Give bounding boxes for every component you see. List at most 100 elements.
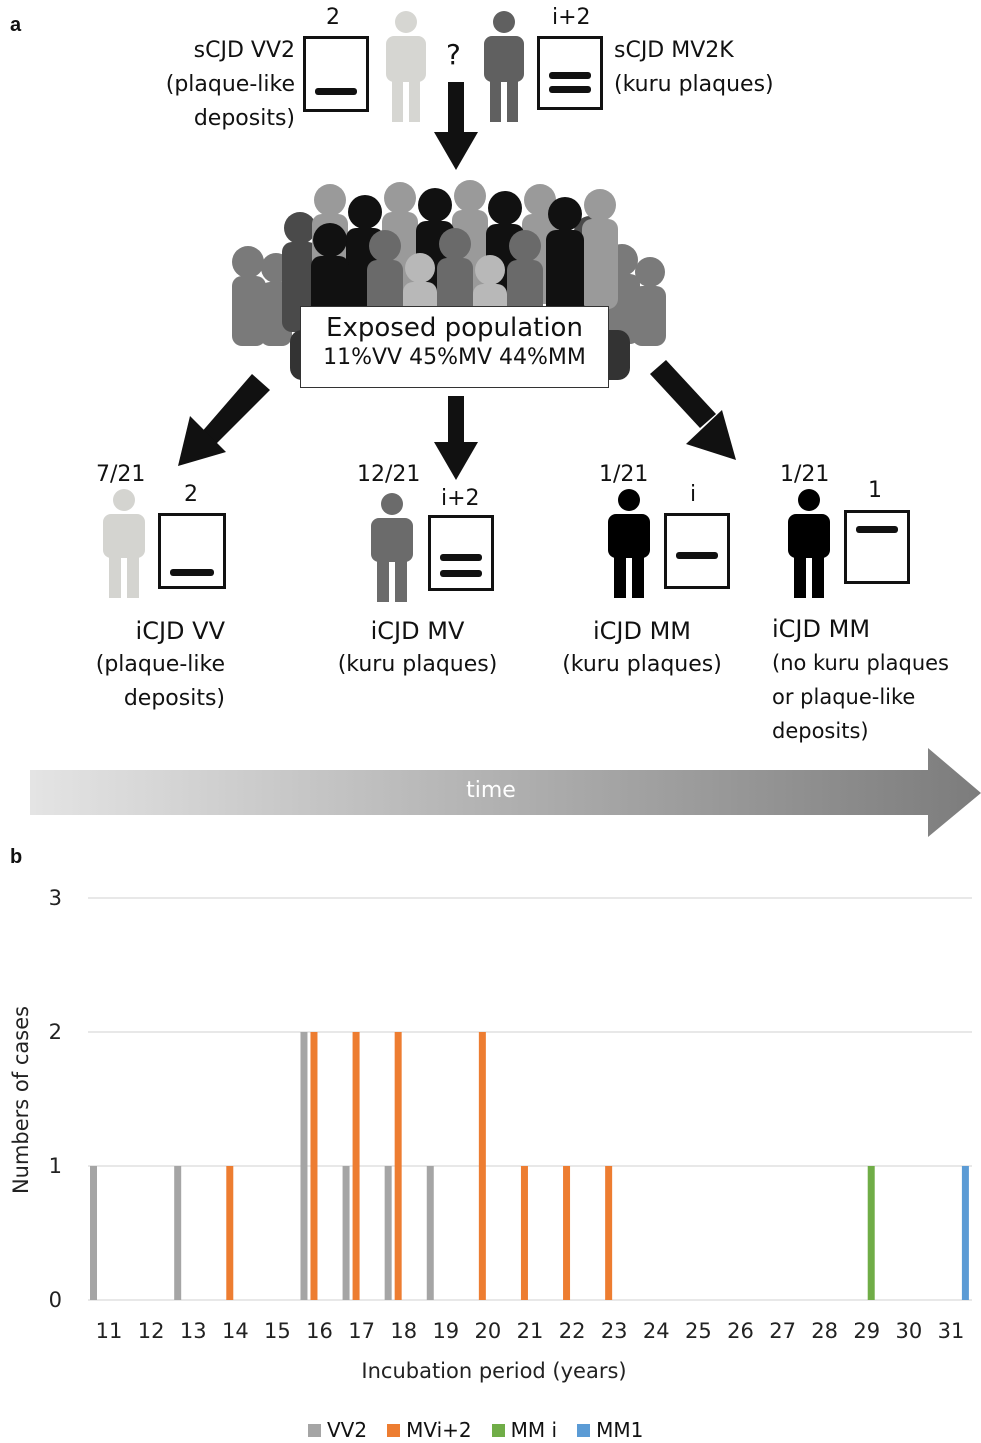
x-tick-label: 15 (264, 1319, 291, 1343)
x-tick-labels: 11 12 13 14 15 16 17 18 19 20 21 22 23 24 25 26 27 28 29 30… (96, 1319, 965, 1343)
outcome-person (788, 489, 830, 598)
x-tick-label: 17 (348, 1319, 375, 1343)
source-left-label: sCJD VV2 (plaque-like deposits) (150, 34, 295, 136)
x-tick-label: 14 (222, 1319, 249, 1343)
outcome-line: or plaque-like (772, 685, 916, 709)
outcome-line: deposits) (123, 686, 225, 711)
bar-mvi-2-21 (520, 1166, 528, 1300)
bar-mm1-31 (961, 1166, 969, 1300)
x-tick-label: 11 (96, 1319, 123, 1343)
bar-mm-i-29 (867, 1166, 875, 1300)
bar-vv2-19 (426, 1166, 434, 1300)
chart-gridlines (88, 897, 972, 1301)
x-tick-label: 30 (895, 1319, 922, 1343)
bar-vv2-18 (384, 1166, 392, 1300)
outcome-name: iCJD MM (592, 617, 692, 645)
blot-band (170, 569, 214, 576)
outcome-fraction: 7/21 (96, 462, 146, 487)
outcome-name: iCJD MV (370, 617, 465, 645)
source-right-name: sCJD MV2K (614, 38, 734, 63)
outcome-line: deposits) (772, 719, 869, 743)
y-axis-label: Numbers of cases (9, 1006, 33, 1194)
x-tick-label: 26 (727, 1319, 754, 1343)
blot-band (440, 554, 482, 561)
x-tick-label: 27 (769, 1319, 796, 1343)
blot-band (549, 86, 591, 93)
arrow-down-icon (434, 82, 478, 170)
diagram-arrows (178, 82, 736, 480)
legend-swatch (491, 1423, 505, 1437)
y-tick-label: 2 (49, 1020, 62, 1044)
source-right-blot-label: i+2 (552, 5, 591, 30)
outcome-blot (664, 513, 730, 589)
outcome-name: iCJD VV (135, 617, 225, 645)
outcome-label: iCJD MM (no kuru plaques or plaque-like … (772, 612, 977, 748)
time-label: time (466, 778, 516, 803)
outcome-fraction: 12/21 (357, 462, 421, 487)
population-title: Exposed population (326, 313, 583, 343)
blot-band (315, 88, 357, 95)
panel-a-label: a (10, 14, 22, 36)
x-tick-label: 25 (685, 1319, 712, 1343)
blot-band (549, 72, 591, 79)
x-tick-label: 22 (559, 1319, 586, 1343)
x-tick-label: 19 (432, 1319, 459, 1343)
outcome-person (103, 489, 145, 598)
x-tick-label: 28 (811, 1319, 838, 1343)
x-tick-label: 12 (138, 1319, 165, 1343)
population-genotypes: 11%VV 45%MV 44%MM (323, 345, 586, 370)
legend-label: VV2 (327, 1418, 368, 1442)
outcome-blot-label: i (690, 482, 697, 507)
bar-mvi-2-16 (310, 1032, 318, 1300)
chart-bars (90, 1032, 969, 1300)
person-icon (103, 489, 145, 598)
outcome-fraction: 1/21 (780, 462, 830, 487)
outcome-blot (158, 513, 226, 589)
x-tick-label: 18 (390, 1319, 417, 1343)
bar-vv2-13 (174, 1166, 182, 1300)
source-left-line2: (plaque-like (165, 72, 295, 97)
x-tick-label: 24 (643, 1319, 670, 1343)
blot-band (440, 570, 482, 577)
arrow-down-icon (434, 396, 478, 480)
source-left-line3: deposits) (193, 106, 295, 131)
bar-vv2-16 (300, 1032, 308, 1300)
x-tick-label: 29 (853, 1319, 880, 1343)
outcome-blot (844, 510, 910, 584)
outcome-person (608, 489, 650, 598)
outcome-name: iCJD MM (772, 615, 871, 643)
bar-mvi-2-14 (226, 1166, 234, 1300)
legend-swatch (308, 1423, 321, 1437)
x-tick-label: 23 (601, 1319, 628, 1343)
bar-mvi-2-17 (352, 1032, 360, 1300)
outcome-blot-label: 1 (868, 478, 882, 503)
bar-vv2-11 (90, 1166, 97, 1300)
bar-mvi-2-20 (478, 1032, 486, 1300)
source-left-blot-label: 2 (326, 5, 340, 30)
x-tick-label: 20 (475, 1319, 502, 1343)
time-arrow-icon (30, 748, 981, 837)
panel-b-label: b (10, 846, 23, 868)
x-tick-label: 13 (180, 1319, 207, 1343)
legend-swatch (577, 1423, 591, 1437)
outcome-line: (no kuru plaques (772, 651, 950, 675)
y-tick-label: 0 (49, 1288, 62, 1312)
legend-item: VV2 (308, 1418, 367, 1442)
x-tick-label: 21 (517, 1319, 544, 1343)
legend-item: MVi+2 (387, 1418, 472, 1442)
outcome-label: iCJD VV (plaque-like deposits) (70, 614, 225, 716)
person-icon (608, 489, 650, 598)
source-right-blot (537, 36, 603, 110)
person-icon (371, 493, 413, 602)
bar-vv2-17 (342, 1166, 350, 1300)
arrow-down-right-icon (650, 360, 736, 460)
bar-mvi-2-23 (605, 1166, 613, 1300)
legend-swatch (387, 1423, 401, 1437)
legend-item: MM1 (577, 1418, 643, 1442)
x-tick-label: 16 (306, 1319, 333, 1343)
x-axis-label: Incubation period (years) (361, 1359, 626, 1383)
outcome-line: (kuru plaques) (337, 652, 498, 677)
